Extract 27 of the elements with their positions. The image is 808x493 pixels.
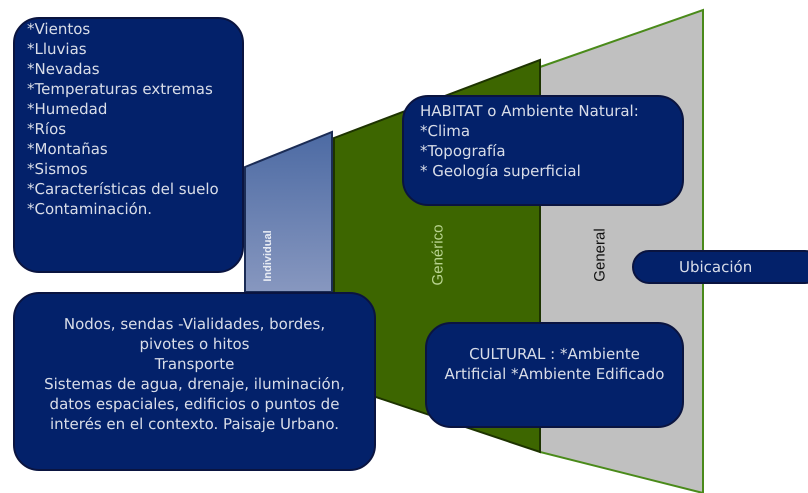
list-box <box>13 17 244 273</box>
box-text: *Sismos <box>27 159 89 179</box>
box-text: HABITAT o Ambiente Natural: <box>420 101 640 121</box>
box-text: CULTURAL : *Ambiente Artificial *Ambiente Edificado <box>444 344 666 384</box>
box-text: *Clima <box>420 121 472 141</box>
band-label: General <box>592 228 608 282</box>
box-text: Nodos, sendas -Vialidades, bordes, pivotes o hitos <box>62 314 326 354</box>
box-text: *Humedad <box>27 99 108 119</box>
box-text: Transporte <box>154 354 236 374</box>
band-label: Genérico <box>430 224 446 286</box>
box-text: *Contaminación. <box>27 199 154 219</box>
band-label: Individual <box>262 230 274 282</box>
box-text: Sistemas de agua, drenaje, iluminación, datos espaciales, edificios o puntos de interés en el contexto. Paisaje Urbano. <box>43 374 346 434</box>
box-text: *Ríos <box>27 119 68 139</box>
box-text: *Montañas <box>27 139 109 159</box>
box-text: *Nevadas <box>27 59 101 79</box>
box-text: * Geología superficial <box>420 161 582 181</box>
location-box <box>632 250 808 284</box>
box-text: Ubicación <box>679 257 754 277</box>
box-text: *Características del suelo <box>27 179 220 199</box>
box-text: *Vientos <box>27 19 92 39</box>
box-text: *Lluvias <box>27 39 88 59</box>
urban-elements-box <box>13 292 376 471</box>
habitat-box <box>402 95 684 206</box>
cultural-box <box>425 322 684 428</box>
box-text: *Topografía <box>420 141 507 161</box>
box-text: *Temperaturas extremas <box>27 79 214 99</box>
